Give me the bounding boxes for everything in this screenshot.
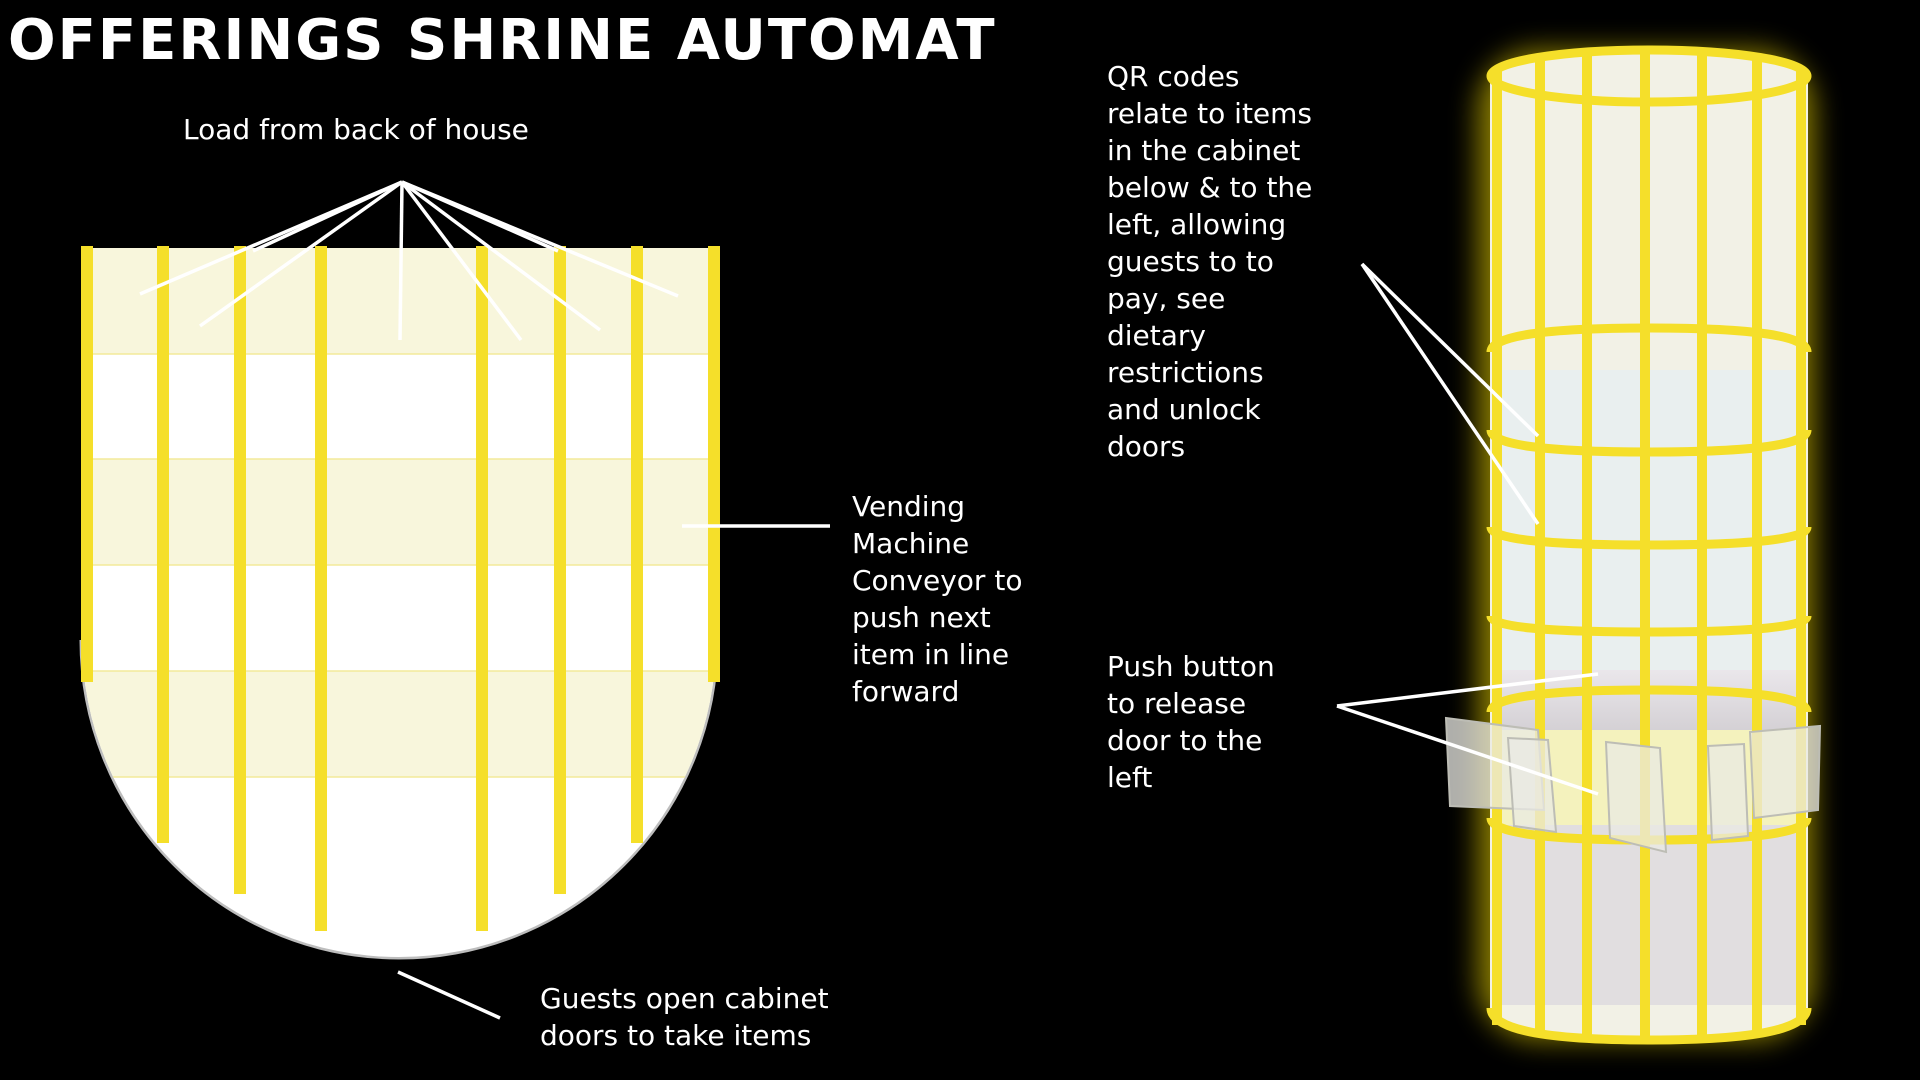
cylinder-ring [1486,323,1812,354]
cylinder-bar [1492,70,1502,1025]
cabinet-bar [234,246,246,894]
push-button-callout-lines [1336,672,1599,796]
cylinder-ring [1486,428,1812,457]
guests-open-doors-label: Guests open cabinet doors to take items [540,982,829,1052]
page-title: Offerings Shrine Automat [8,8,997,73]
guests-callout-line [397,970,501,1020]
push-button-label: Push button to release door to the left [1107,650,1275,794]
cabinet-bars [81,246,720,931]
cylinder-bar [1796,70,1806,1025]
load-from-back-label: Load from back of house [183,113,529,146]
cylinder-ring [1486,614,1812,637]
cabinet-bar [81,246,93,682]
open-door [1706,742,1750,842]
vending-conveyor-label: Vending Machine Conveyor to push next it… [852,490,1023,708]
open-door [1604,740,1668,854]
qr-codes-label: QR codes relate to items in the cabinet … [1107,60,1313,463]
load-callout-lines [139,180,679,342]
cabinet-bar [554,246,566,894]
cabinet-bar [476,246,488,931]
cabinet-doors [1444,716,1822,854]
open-door [1506,736,1558,834]
cabinet-bar [631,246,643,843]
cabinet-bar [315,246,327,931]
cabinet-plan [79,246,720,960]
cabinet-bar [708,246,720,682]
cylinder-elevation [1444,45,1822,1045]
cylinder-ring [1486,1007,1812,1045]
cylinder-ring [1486,45,1812,107]
cylinder-ring [1486,685,1812,714]
qr-callout-lines [1360,262,1540,525]
cylinder-ring [1486,525,1812,550]
cabinet-bar [157,246,169,843]
open-door [1748,724,1822,820]
